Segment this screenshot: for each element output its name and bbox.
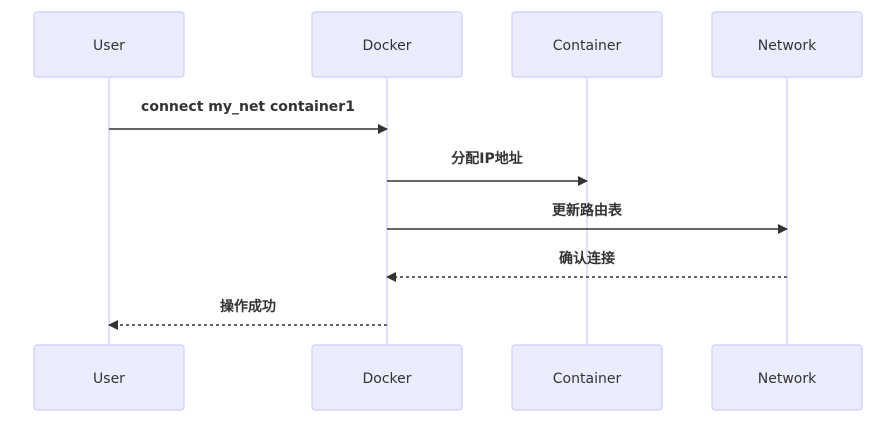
message-label: 分配IP地址 (451, 150, 522, 167)
message-operation-success: 操作成功 (108, 298, 387, 330)
actor-label: User (93, 371, 125, 387)
actor-docker-top: Docker (311, 11, 463, 78)
actor-label: Network (758, 371, 817, 387)
message-label: 更新路由表 (552, 202, 623, 219)
actor-docker-bottom: Docker (311, 344, 463, 411)
actor-label: Container (553, 38, 622, 54)
actor-label: Container (553, 371, 622, 387)
actor-network-top: Network (711, 11, 863, 78)
actors-top: User Docker Container Network (33, 11, 863, 78)
message-assign-ip: 分配IP地址 (387, 150, 588, 186)
message-confirm-connection: 确认连接 (386, 250, 787, 282)
message-label: 操作成功 (220, 298, 276, 315)
actor-container-bottom: Container (511, 344, 663, 411)
actor-label: User (93, 38, 125, 54)
message-connect: connect my_net container1 (109, 99, 388, 134)
actor-label: Network (758, 38, 817, 54)
actor-user-top: User (33, 11, 185, 78)
message-label: 确认连接 (559, 250, 615, 267)
messages: connect my_net container1 分配IP地址 更新路由表 确… (108, 99, 788, 330)
actor-user-bottom: User (33, 344, 185, 411)
actor-label: Docker (362, 371, 411, 387)
actors-bottom: User Docker Container Network (33, 344, 863, 411)
lifelines (108, 77, 788, 345)
actor-label: Docker (362, 38, 411, 54)
message-update-route: 更新路由表 (387, 202, 788, 234)
actor-network-bottom: Network (711, 344, 863, 411)
message-label: connect my_net container1 (141, 99, 355, 115)
actor-container-top: Container (511, 11, 663, 78)
